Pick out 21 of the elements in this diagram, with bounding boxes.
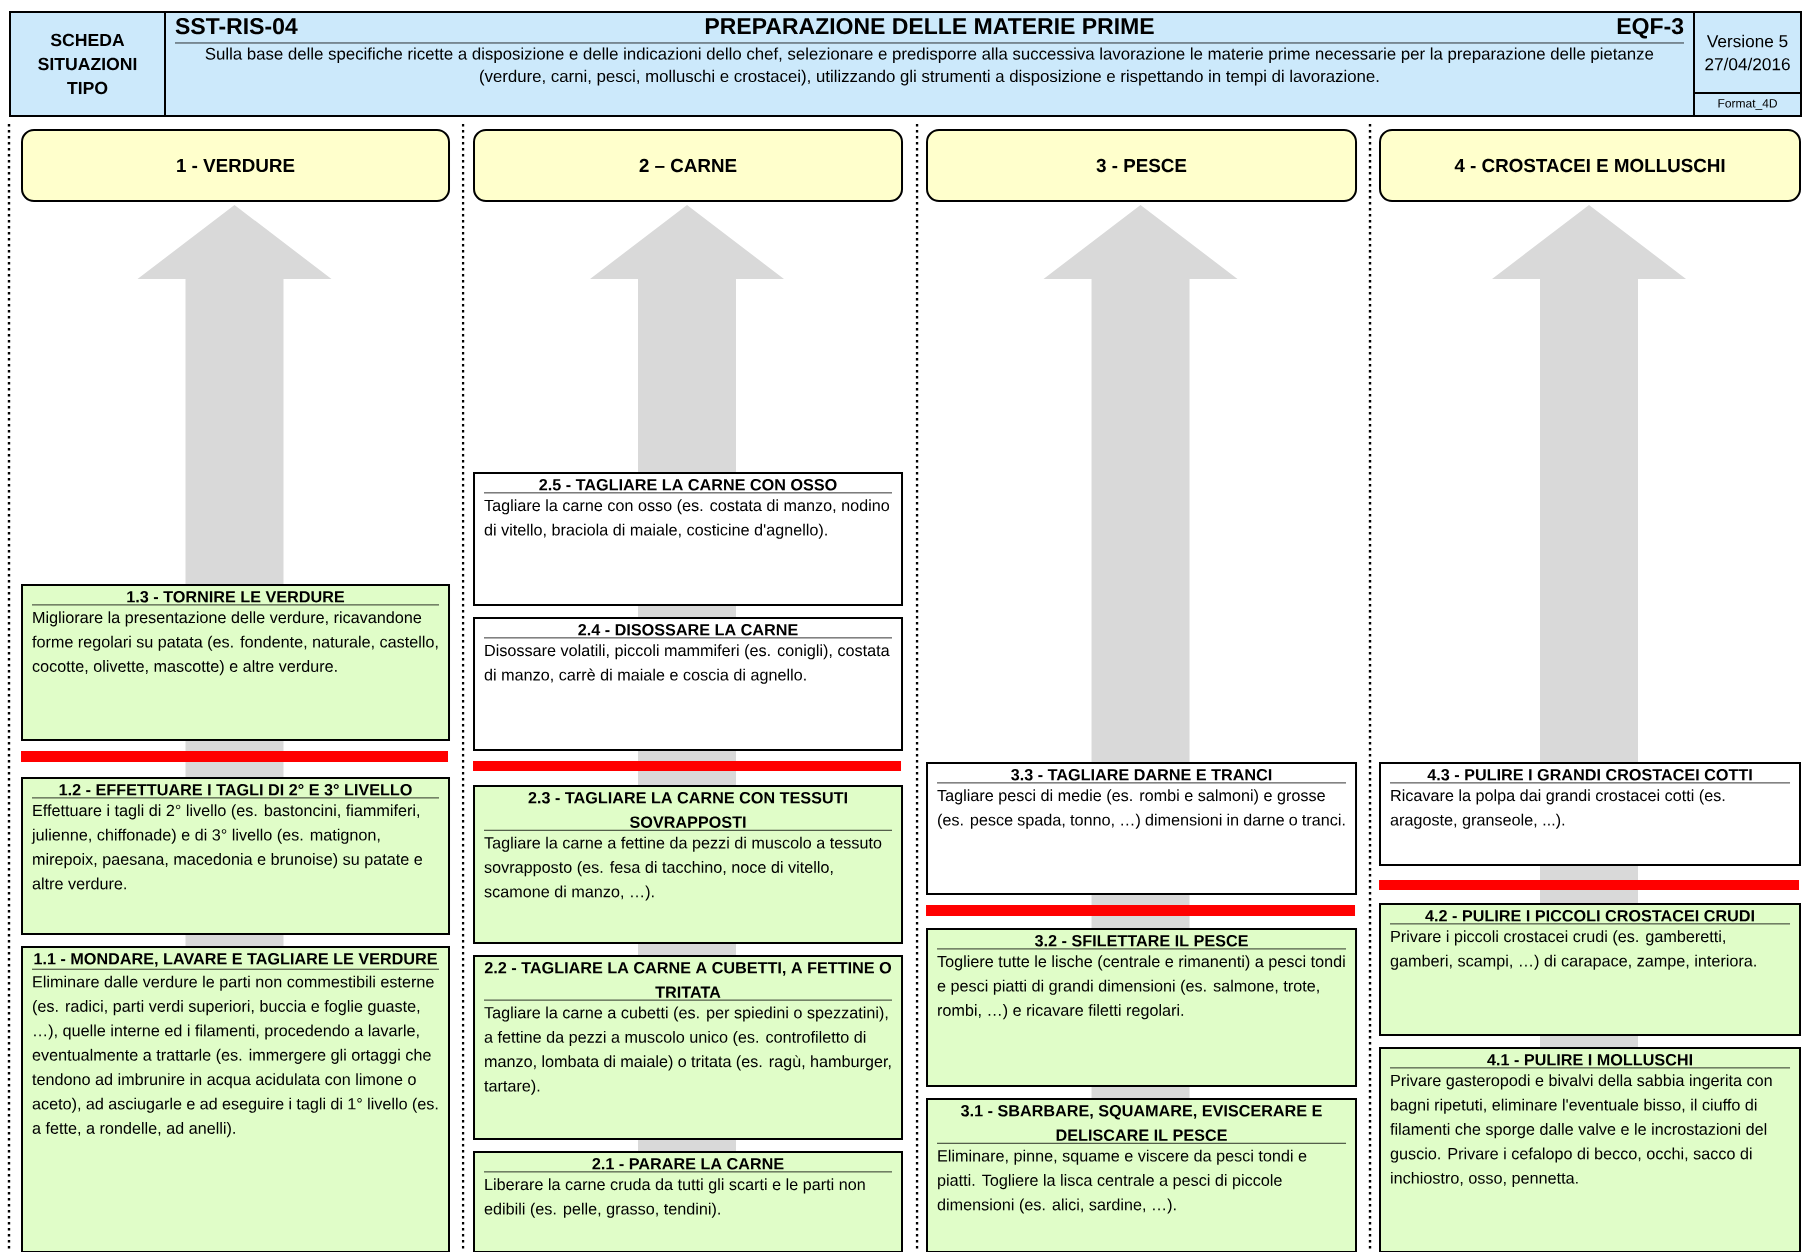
column-header: 1 - VERDURE: [21, 129, 450, 202]
task-card: 3.2 - SFILETTARE IL PESCE Togliere tutte le lische (centrale e rimanenti) a pesci tondi e pesci piatti di grandi dimensioni (es. salmone, trote, rombi, …) e ricavare filetti regolari.: [926, 928, 1357, 1087]
task-card: 4.3 - PULIRE I GRANDI CROSTACEI COTTI Ricavare la polpa dai grandi crostacei cotti (es. aragoste, granseole, ...).: [1379, 762, 1802, 866]
task-card: 4.2 - PULIRE I PICCOLI CROSTACEI CRUDI Privare i piccoli crostacei crudi (es. gamberetti, gamberi, scampi, …) di carapace, zampe, interiora.: [1379, 903, 1802, 1036]
column-header: 3 - PESCE: [926, 129, 1357, 202]
task-card: 4.1 - PULIRE I MOLLUSCHI Privare gasteropodi e bivalvi della sabbia ingerita con bagni ripetuti, eliminare l'eventuale bisso, il ciuffo di filamenti che sporge dalle valve e le incrostazioni del guscio. Privare i cefalopo di becco, occhi, sacco di inchiostro, osso, pennetta.: [1379, 1047, 1802, 1252]
node-label: Format_4D: [1718, 99, 1777, 110]
task-card: 2.1 - PARARE LA CARNE Liberare la carne cruda da tutti gli scarti e le parti non edibili (es. pelle, grasso, tendini).: [473, 1151, 903, 1252]
task-card: 2.3 - TAGLIARE LA CARNE CON TESSUTI SOVRAPPOSTI Tagliare la carne a fettine da pezzi di muscolo a tessuto sovrapposto (es. fesa di tacchino, noce di vitello, scamone di manzo, …).: [473, 785, 903, 944]
header-cell: SCHEDA SITUAZIONI TIPO: [9, 11, 166, 117]
column-header: 2 – CARNE: [473, 129, 903, 202]
format-cell: Format_4D: [1693, 92, 1802, 117]
task-card: 3.1 - SBARBARE, SQUAMARE, EVISCERARE E DELISCARE IL PESCE Eliminare, pinne, squame e viscere da pesci tondi e piatti. Togliere la lisca centrale a pesci di piccole dimensioni (es. alici, sardine, …).: [926, 1098, 1357, 1252]
task-card: 2.2 - TAGLIARE LA CARNE A CUBETTI, A FETTINE O TRITATA Tagliare la carne a cubetti (es. per spiedini o spezzatini), a fettine da pezzi a muscolo unico (es. controfiletto di manzo, lombata di maiale) o tritata (es. ragù, hamburger, tartare).: [473, 955, 903, 1140]
task-card: 2.4 - DISOSSARE LA CARNE Disossare volatili, piccoli mammiferi (es. conigli), costata di manzo, carrè di maiale e coscia di agnello.: [473, 617, 903, 751]
task-card: 3.3 - TAGLIARE DARNE E TRANCI Tagliare pesci di medie (es. rombi e salmoni) e grosse (es. pesce spada, tonno, …) dimensioni in darne o tranci.: [926, 762, 1357, 895]
task-card: 1.3 - TORNIRE LE VERDURE Migliorare la presentazione delle verdure, ricavandone forme regolari su patata (es. fondente, naturale, castello, cocotte, olivette, mascotte) e altre verdure.: [21, 584, 450, 741]
task-card: 1.2 - EFFETTUARE I TAGLI DI 2° E 3° LIVELLO Effettuare i tagli di 2° livello (es. bastoncini, fiammiferi, julienne, chiffonade) e di 3° livello (es. matignon, mirepoix, paesana, macedonia e brunoise) su patate e altre verdure.: [21, 777, 450, 935]
task-card: 1.1 - MONDARE, LAVARE E TAGLIARE LE VERDURE Eliminare dalle verdure le parti non commestibili esterne (es. radici, parti verdi superiori, buccia e foglie guaste, …), quelle interne ed i filamenti, procedendo a lavarle, eventualmente a trattarle (es. immergere gli ortaggi che tendono ad imbrunire in acqua acidulata con limone o aceto), ad asciugarle e ad eseguire i tagli di 1° livello (es. a fette, a rondelle, ad anelli).: [21, 946, 450, 1252]
task-card: 2.5 - TAGLIARE LA CARNE CON OSSO Tagliare la carne con osso (es. costata di manzo, nodino di vitello, braciola di maiale, costicine d'agnello).: [473, 472, 903, 606]
column-header: 4 - CROSTACEI E MOLLUSCHI: [1379, 129, 1802, 202]
